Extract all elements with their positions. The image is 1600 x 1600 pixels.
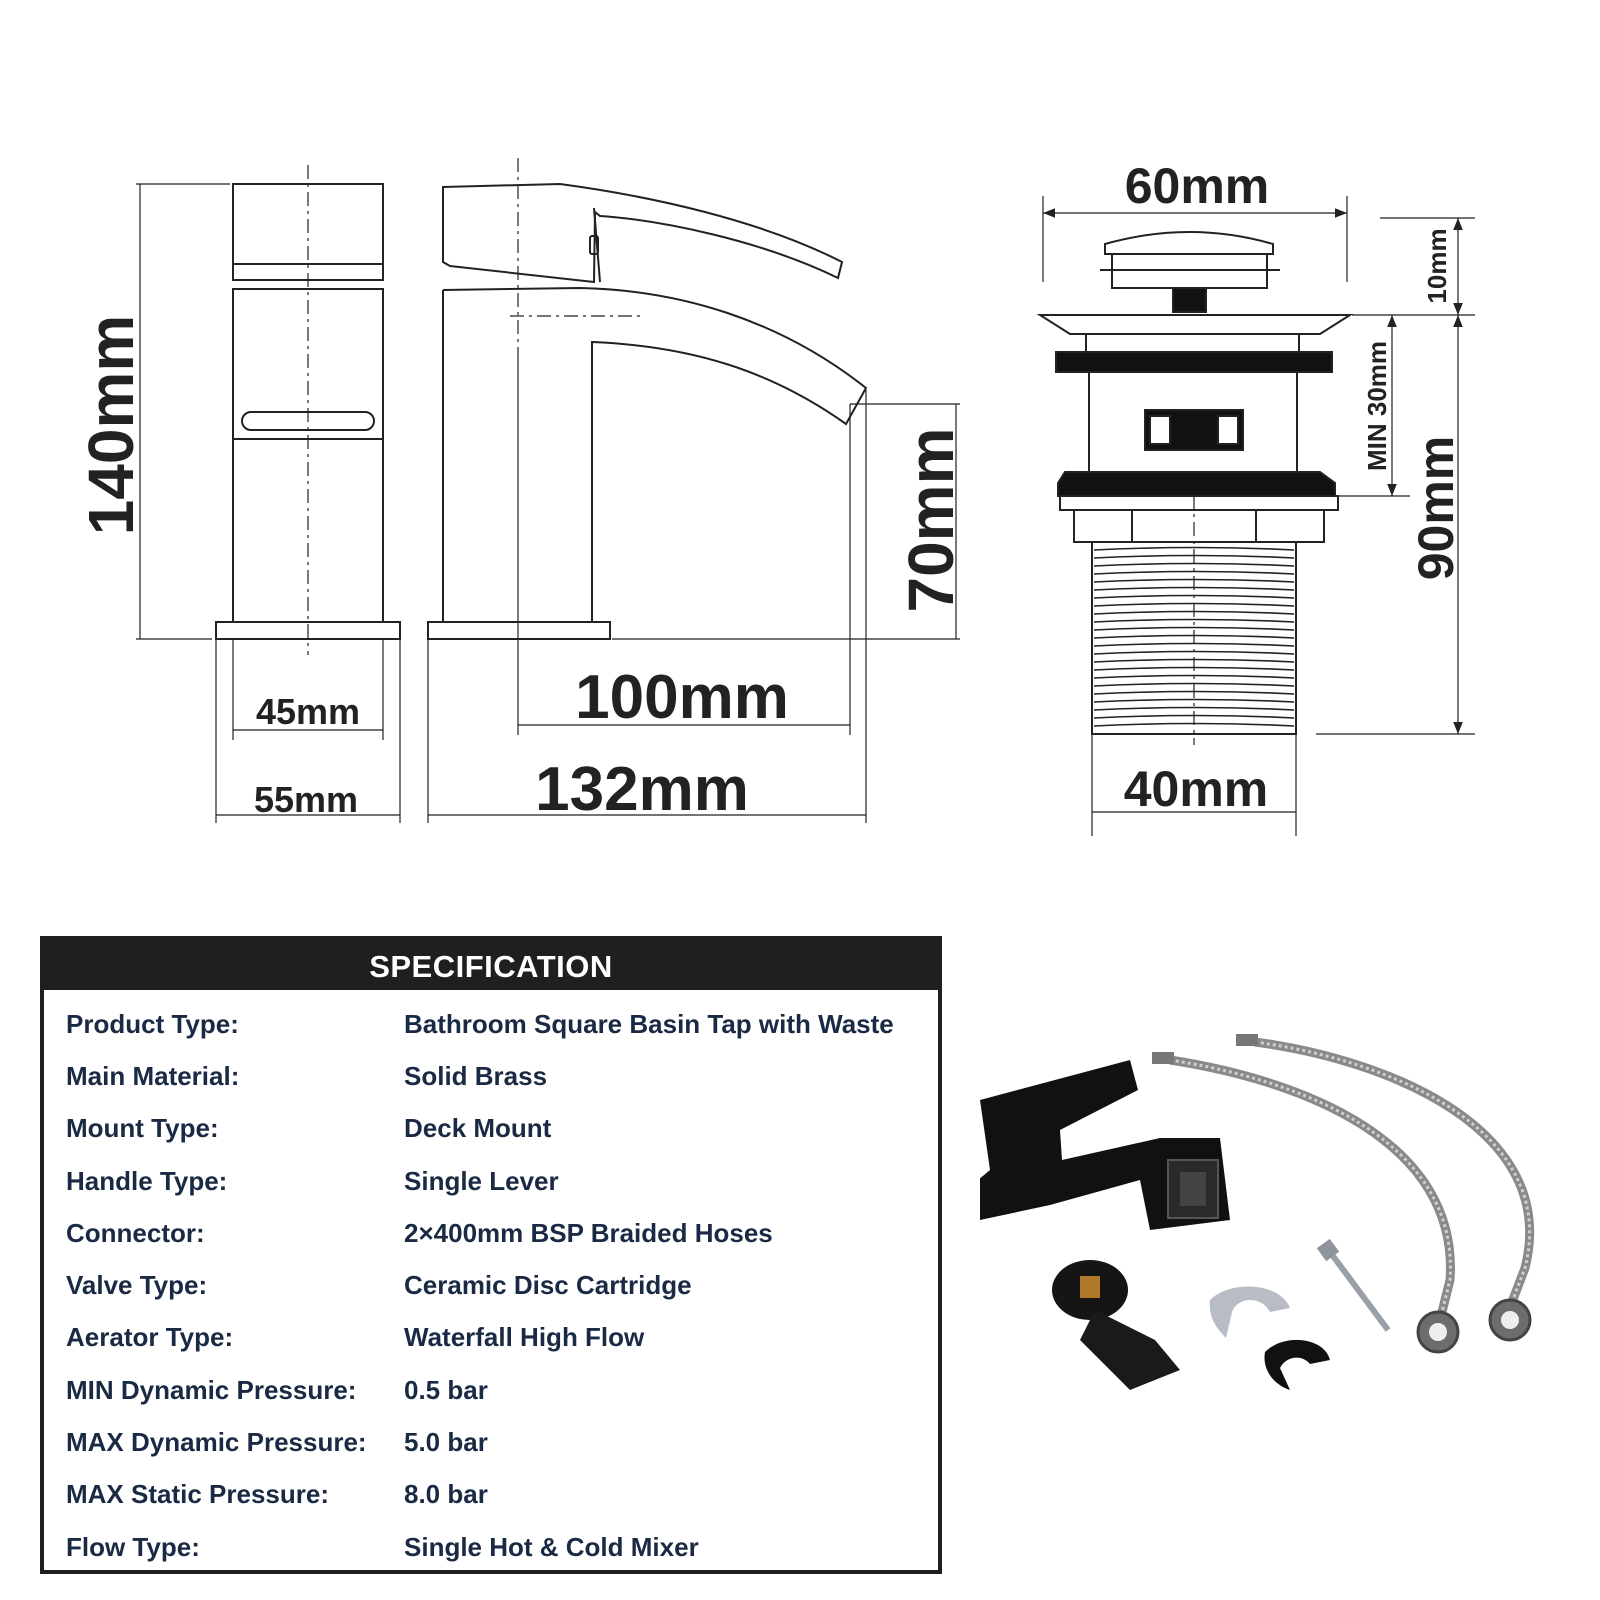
spec-value: Waterfall High Flow: [404, 1322, 645, 1353]
dim-spout-height: 70mm: [895, 428, 967, 613]
spec-row: MAX Static Pressure: 8.0 bar: [44, 1469, 938, 1521]
thread-ridge: [1093, 546, 1295, 551]
dim-thread-diameter: 40mm: [1124, 761, 1269, 817]
product-photo: [980, 1034, 1535, 1390]
spec-value: 5.0 bar: [404, 1427, 488, 1458]
spec-value: Single Hot & Cold Mixer: [404, 1531, 699, 1562]
dim-basin-thickness: MIN 30mm: [1362, 341, 1392, 471]
fixing-bolt: [1327, 1250, 1391, 1332]
spec-label: MIN Dynamic Pressure:: [66, 1374, 357, 1405]
thread-ridge: [1093, 562, 1295, 567]
thread-ridge: [1093, 674, 1295, 679]
spec-row: Product Type: Bathroom Square Basin Tap w…: [44, 998, 938, 1050]
metal-washer: [1209, 1286, 1290, 1338]
spec-label: Product Type:: [66, 1008, 239, 1039]
dim-spout-reach: 100mm: [575, 663, 789, 732]
spec-value: Ceramic Disc Cartridge: [404, 1270, 692, 1301]
spec-row: MAX Dynamic Pressure: 5.0 bar: [44, 1416, 938, 1468]
dim-base-width: 55mm: [254, 779, 358, 820]
braided-hose: [1169, 1055, 1455, 1314]
spec-value: Single Lever: [404, 1165, 559, 1196]
black-washer: [1264, 1339, 1330, 1390]
thread-ridge: [1093, 618, 1295, 623]
thread-ridge: [1093, 682, 1295, 687]
spec-value: Deck Mount: [404, 1113, 552, 1144]
thread-ridge: [1093, 706, 1295, 711]
dim-overall-length: 132mm: [535, 755, 749, 824]
spec-value: 2×400mm BSP Braided Hoses: [404, 1217, 773, 1248]
spec-row: Valve Type: Ceramic Disc Cartridge: [44, 1259, 938, 1311]
spec-value: 8.0 bar: [404, 1479, 488, 1510]
braided-hose: [1254, 1037, 1535, 1304]
spec-label: Mount Type:: [66, 1113, 219, 1144]
spec-label: MAX Static Pressure:: [66, 1479, 329, 1510]
spec-row: Main Material: Solid Brass: [44, 1050, 938, 1102]
spec-label: Flow Type:: [66, 1531, 200, 1562]
spec-value: Bathroom Square Basin Tap with Waste: [404, 1008, 894, 1039]
spec-label: Handle Type:: [66, 1165, 228, 1196]
technical-drawing: 140mm 70mm 100mm 132mm 45mm 55mm: [75, 158, 1475, 836]
thread-ridge: [1093, 626, 1295, 631]
dim-waste-height: 90mm: [1408, 436, 1464, 581]
thread-ridge: [1093, 570, 1295, 575]
spec-value: Solid Brass: [404, 1060, 548, 1091]
spec-row: Flow Type: Single Hot & Cold Mixer: [44, 1521, 938, 1573]
spec-row: Handle Type: Single Lever: [44, 1155, 938, 1207]
tap-dimension-lines: [136, 183, 960, 823]
dim-tap-height: 140mm: [75, 315, 147, 536]
dim-cap-diameter: 60mm: [1125, 158, 1270, 214]
spec-row: MIN Dynamic Pressure: 0.5 bar: [44, 1364, 938, 1416]
specification-title: SPECIFICATION: [44, 940, 938, 990]
specification-rows: Product Type: Bathroom Square Basin Tap w…: [44, 990, 938, 1573]
spec-row: Mount Type: Deck Mount: [44, 1103, 938, 1155]
tap-front-view: [215, 165, 401, 655]
specification-table: SPECIFICATION Product Type: Bathroom Squa…: [40, 936, 942, 1574]
spec-row: Aerator Type: Waterfall High Flow: [44, 1312, 938, 1364]
dim-body-width: 45mm: [256, 691, 360, 732]
spec-label: Connector:: [66, 1217, 205, 1248]
spec-value: 0.5 bar: [404, 1374, 488, 1405]
spec-label: Main Material:: [66, 1060, 240, 1091]
spec-row: Connector: 2×400mm BSP Braided Hoses: [44, 1207, 938, 1259]
tap-side-view: [427, 158, 868, 640]
waste-dimension-lines: [1042, 196, 1475, 836]
thread-ridge: [1093, 698, 1295, 703]
waste-drawing: [1036, 231, 1354, 735]
spec-label: MAX Dynamic Pressure:: [66, 1427, 367, 1458]
spec-label: Valve Type:: [66, 1270, 208, 1301]
spec-label: Aerator Type:: [66, 1322, 234, 1353]
dim-cap-height: 10mm: [1422, 228, 1452, 303]
